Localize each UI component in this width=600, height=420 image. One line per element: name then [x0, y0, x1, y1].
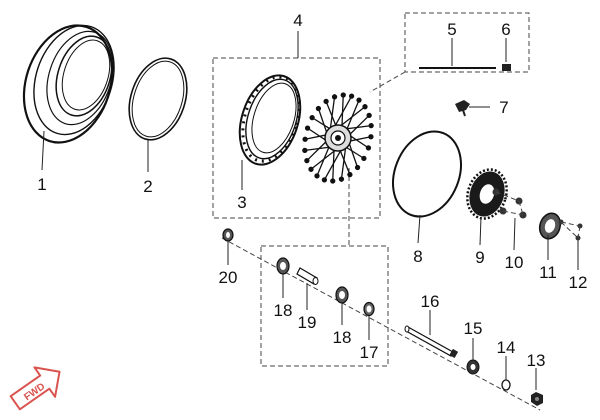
o-ring-part [392, 130, 462, 218]
callout-16: 16 [421, 292, 440, 311]
callout-2: 2 [143, 177, 152, 196]
axle-part [404, 325, 459, 358]
spoke-nipple-part [502, 64, 511, 71]
callout-18-a: 18 [274, 301, 293, 320]
brake-carrier-part [538, 212, 562, 240]
bearing-part-a [276, 257, 290, 275]
valve-part [455, 100, 470, 117]
tire-part [22, 24, 115, 144]
callout-10: 10 [505, 253, 524, 272]
group-box-wheel-assembly [212, 57, 381, 219]
callout-17: 17 [360, 343, 379, 362]
callout-3: 3 [237, 193, 246, 212]
rim-part [238, 74, 302, 166]
callout-12: 12 [569, 273, 588, 292]
hub-spokes-part [302, 92, 374, 184]
callout-9: 9 [475, 248, 484, 267]
fwd-arrow-icon: FWD [9, 366, 61, 411]
callout-6: 6 [501, 20, 510, 39]
distance-collar-part [296, 267, 319, 285]
axle-centerline [221, 237, 541, 411]
callout-13: 13 [527, 351, 546, 370]
callout-8: 8 [413, 247, 422, 266]
callout-11: 11 [539, 263, 557, 282]
callout-15: 15 [464, 319, 483, 338]
group-box-spokes [404, 12, 530, 73]
callout-5: 5 [447, 20, 456, 39]
leader-lines [41, 31, 579, 390]
callout-7: 7 [499, 98, 508, 117]
link-line-spokes [369, 71, 406, 93]
sprocket-bolts-part [492, 188, 527, 219]
axle-collar-part [466, 359, 480, 375]
callout-1: 1 [37, 175, 46, 194]
callout-18-b: 18 [333, 328, 352, 347]
axle-nut-part [531, 392, 543, 406]
group-box-bearings [260, 245, 389, 367]
seal-part [363, 301, 375, 317]
callout-19: 19 [298, 313, 317, 332]
callout-14: 14 [497, 338, 516, 357]
carrier-bolts-part [558, 219, 583, 241]
callout-4: 4 [293, 11, 302, 30]
spacer-part [222, 228, 234, 242]
sprocket-part [466, 168, 508, 220]
callout-20: 20 [219, 268, 238, 287]
rim-band-part [128, 57, 188, 141]
bearing-part-b [335, 286, 349, 304]
washer-part [501, 379, 511, 391]
